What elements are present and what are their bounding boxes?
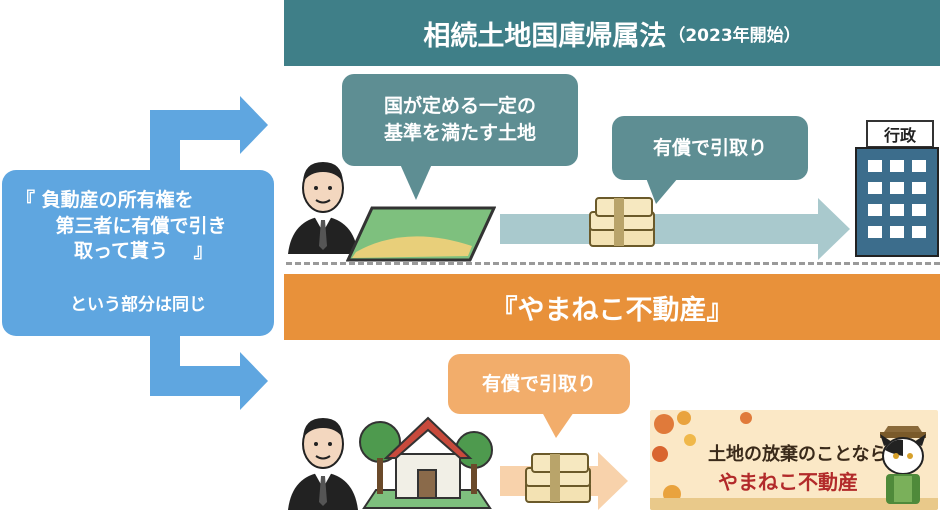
- summary-box: 『 負動産の所有権を 第三者に有償で引き 取って貰う 』 という部分は同じ: [2, 170, 274, 336]
- summary-note: という部分は同じ: [70, 295, 206, 315]
- summary-quote-line: 取って貰う 』: [74, 240, 213, 263]
- criteria-bubble: 国が定める一定の 基準を満たす土地: [342, 74, 578, 166]
- land-plot-icon: [346, 206, 496, 262]
- summary-quote: 『 負動産の所有権を 第三者に有償で引き 取って貰う 』: [16, 188, 266, 265]
- criteria-line: 国が定める一定の: [383, 95, 536, 118]
- bubble-tail: [400, 164, 432, 200]
- logo-banner: 土地の放棄のことなら やまねこ不動産: [650, 410, 938, 510]
- logo-brand: やまねこ不動産: [718, 470, 858, 494]
- money-bundle-icon: [589, 197, 655, 247]
- autumn-leaves-decoration: [650, 411, 938, 510]
- paid-takeover-bubble-top: 有償で引取り: [612, 116, 808, 180]
- government-building-icon: [855, 147, 939, 257]
- paid-takeover-bubble-bottom: 有償で引取り: [448, 354, 630, 414]
- person-icon: [288, 418, 358, 510]
- section-divider: [286, 262, 940, 265]
- top-band-main: 相続土地国庫帰属法: [423, 20, 667, 52]
- top-band-title: 相続土地国庫帰属法（2023年開始）: [284, 0, 940, 66]
- bubble-tail: [542, 412, 574, 438]
- branch-arrow-top: [150, 96, 268, 170]
- middle-band-title: 『やまねこ不動産』: [284, 274, 940, 340]
- cat-mascot-icon: [880, 426, 926, 504]
- branch-arrow-bottom: [150, 336, 268, 410]
- top-band-subtitle: （2023年開始）: [668, 25, 801, 46]
- government-label: 行政: [866, 120, 934, 148]
- arrow-right-icon: [500, 198, 850, 260]
- summary-quote-line: 『 負動産の所有権を: [16, 189, 194, 211]
- money-bundle-icon: [525, 453, 591, 503]
- criteria-line: 基準を満たす土地: [383, 122, 536, 144]
- person-icon: [288, 162, 358, 254]
- logo-tagline: 土地の放棄のことなら: [708, 444, 888, 465]
- summary-quote-line: 第三者に有償で引き: [55, 214, 227, 237]
- bubble-tail: [646, 178, 678, 204]
- house-icon: [359, 416, 493, 509]
